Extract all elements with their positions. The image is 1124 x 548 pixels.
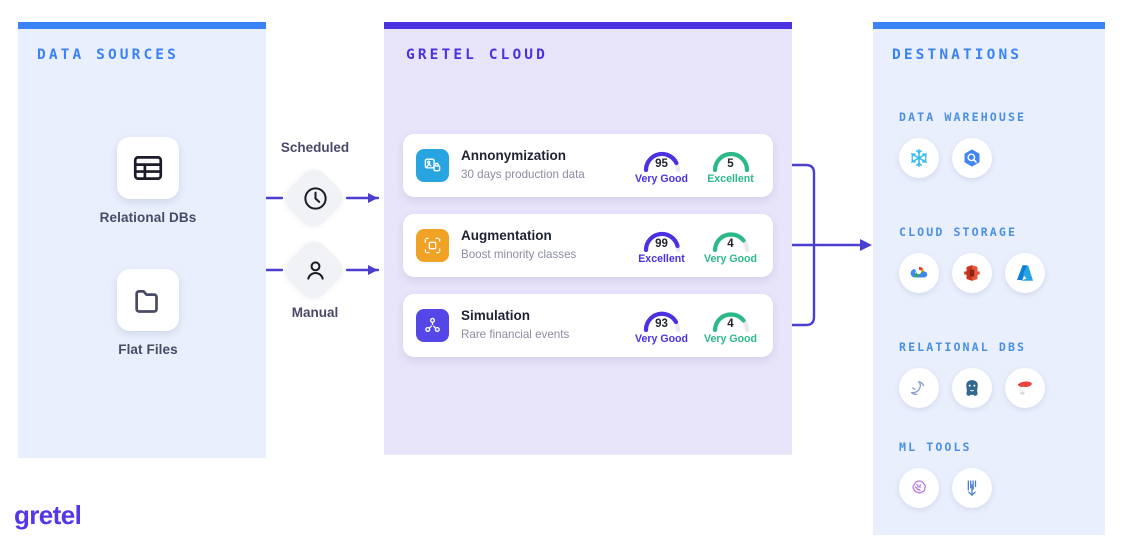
dest-group-icons [899, 253, 1045, 293]
job-gauges: 99 Excellent 4 Very Good [635, 227, 757, 265]
redis-icon[interactable] [1005, 368, 1045, 408]
job-title: Simulation [461, 308, 531, 324]
aws-s3-icon[interactable] [952, 253, 992, 293]
job-gauges: 93 Very Good 4 Very Good [635, 307, 757, 345]
dest-group-cloud-storage: CLOUD STORAGE [899, 225, 1045, 293]
gretel-logo: gretel [14, 500, 82, 530]
job-text: Annonymization 30 days production data [461, 148, 635, 183]
dest-group-icons [899, 368, 1045, 408]
dest-group-ml-tools: ML TOOLS [899, 440, 992, 508]
source-label: Flat Files [118, 342, 178, 357]
gauge-label: Very Good [704, 252, 757, 265]
panel-accent-bar [18, 22, 266, 29]
gauge-label: Very Good [635, 332, 688, 345]
trigger-manual[interactable]: Manual [281, 236, 348, 320]
trigger-label: Scheduled [280, 140, 350, 155]
dest-group-data-warehouse: DATA WAREHOUSE [899, 110, 1026, 178]
person-icon [282, 237, 348, 303]
azure-icon[interactable] [1005, 253, 1045, 293]
gretel-cloud-panel: GRETEL CLOUD Annonymization 30 days prod… [384, 22, 792, 455]
source-flat-files[interactable]: Flat Files [88, 269, 208, 357]
gauge-label: Very Good [704, 332, 757, 345]
job-card-augmentation[interactable]: Augmentation Boost minority classes 99 E… [403, 214, 773, 277]
trigger-scheduled[interactable]: Scheduled [281, 140, 349, 231]
gauge-quality: 93 Very Good [635, 307, 688, 345]
gauge-label: Very Good [635, 172, 688, 185]
job-title: Augmentation [461, 228, 552, 244]
dest-group-relational-dbs: RELATIONAL DBS [899, 340, 1045, 408]
data-sources-title: DATA SOURCES [37, 47, 179, 63]
job-title: Annonymization [461, 148, 566, 164]
table-icon [117, 137, 179, 199]
gauge-privacy: 4 Very Good [704, 307, 757, 345]
destinations-panel: DESTNATIONS DATA WAREHOUSE CLOUD ST [873, 22, 1105, 535]
panel-accent-bar [873, 22, 1105, 29]
gauge-value: 4 [727, 237, 734, 250]
gauge-label: Excellent [707, 172, 754, 185]
panel-body [18, 29, 266, 458]
clock-icon [282, 165, 348, 231]
destinations-title: DESTNATIONS [892, 47, 1023, 63]
postgresql-elephant-icon[interactable] [952, 368, 992, 408]
pytorch-arrow-icon[interactable] [952, 468, 992, 508]
mysql-dolphin-icon[interactable] [899, 368, 939, 408]
gauge-value: 5 [727, 157, 734, 170]
gauge-value: 93 [655, 317, 668, 330]
google-cloud-storage-icon[interactable] [899, 253, 939, 293]
gauge-privacy: 5 Excellent [704, 147, 757, 185]
dest-group-icons [899, 468, 992, 508]
dest-group-icons [899, 138, 1026, 178]
dest-group-title: CLOUD STORAGE [899, 225, 1018, 239]
dest-group-title: RELATIONAL DBS [899, 340, 1027, 354]
source-label: Relational DBs [99, 210, 197, 225]
gauge-value: 95 [655, 157, 668, 170]
snowflake-icon[interactable] [899, 138, 939, 178]
gauge-label: Excellent [638, 252, 685, 265]
job-subtitle: Boost minority classes [461, 248, 577, 262]
crop-expand-icon [416, 229, 449, 262]
panel-accent-bar [384, 22, 792, 29]
job-card-annonymization[interactable]: Annonymization 30 days production data 9… [403, 134, 773, 197]
anonymize-lock-icon [416, 149, 449, 182]
job-text: Augmentation Boost minority classes [461, 228, 635, 263]
data-sources-panel: DATA SOURCES Relational DBs Flat Files [18, 22, 266, 458]
dest-group-title: DATA WAREHOUSE [899, 110, 1027, 124]
dest-group-title: ML TOOLS [899, 440, 972, 454]
nodes-graph-icon [416, 309, 449, 342]
source-relational-dbs[interactable]: Relational DBs [88, 137, 208, 225]
folder-icon [117, 269, 179, 331]
job-gauges: 95 Very Good 5 Excellent [635, 147, 757, 185]
gretel-cloud-title: GRETEL CLOUD [406, 47, 548, 63]
scikit-learn-brain-icon[interactable] [899, 468, 939, 508]
gauge-privacy: 4 Very Good [704, 227, 757, 265]
gauge-value: 99 [655, 237, 668, 250]
gauge-value: 4 [727, 317, 734, 330]
job-text: Simulation Rare financial events [461, 308, 635, 343]
job-card-simulation[interactable]: Simulation Rare financial events 93 Very… [403, 294, 773, 357]
trigger-label: Manual [291, 305, 339, 320]
gauge-quality: 95 Very Good [635, 147, 688, 185]
job-subtitle: 30 days production data [461, 168, 585, 182]
gauge-quality: 99 Excellent [635, 227, 688, 265]
job-subtitle: Rare financial events [461, 328, 570, 342]
bigquery-icon[interactable] [952, 138, 992, 178]
